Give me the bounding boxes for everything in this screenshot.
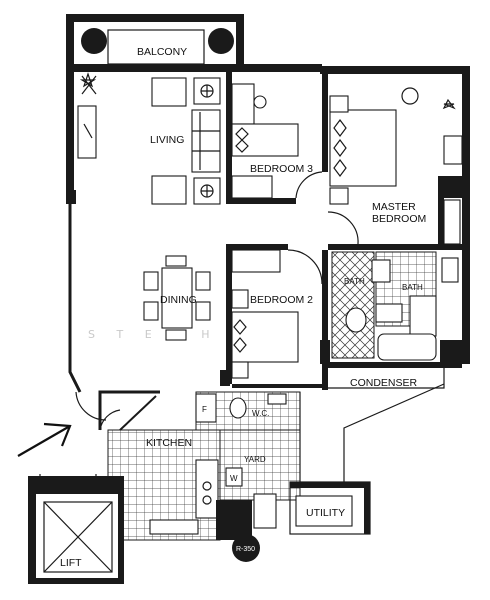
cabinet-label: R-350	[236, 546, 255, 553]
sofa	[191, 109, 221, 173]
cabinet-icon	[232, 534, 260, 562]
walls	[66, 14, 470, 393]
condenser-label: CONDENSER	[350, 377, 418, 389]
master-bedroom: MASTER BEDROOM	[327, 87, 463, 245]
master-tv	[443, 135, 463, 165]
dining-label: DINING	[160, 294, 197, 306]
balcony: BALCONY	[81, 28, 234, 58]
basin-icon	[345, 307, 367, 333]
kitchen-counter	[195, 459, 219, 519]
tv-unit	[77, 105, 97, 159]
toilet-icon	[371, 259, 391, 283]
kitchen-yard: F W.C. W R-350 KITCHEN YARD	[75, 390, 301, 562]
dining-area: DINING	[143, 255, 211, 341]
utility-label: UTILITY	[306, 507, 345, 519]
bedroom-3: BEDROOM 3	[231, 83, 323, 199]
bath-right-label: BATH	[402, 283, 423, 292]
living-room: LIVING	[77, 72, 221, 205]
fridge-label: F	[202, 405, 207, 414]
bedroom3-label: BEDROOM 3	[250, 163, 313, 175]
master-bed	[329, 109, 397, 187]
washer	[225, 467, 243, 487]
armchair-2	[151, 175, 187, 205]
bedroom2-label: BEDROOM 2	[250, 294, 313, 306]
bathrooms: BATH BATH	[331, 251, 459, 361]
yard-label: YARD	[244, 455, 266, 464]
bath-left-label: BATH	[344, 277, 365, 286]
living-label: LIVING	[150, 134, 184, 146]
wc-label: W.C.	[252, 409, 269, 418]
master-label-1: MASTER	[372, 201, 416, 213]
toilet-2-icon	[375, 303, 403, 323]
kitchen-label: KITCHEN	[146, 437, 192, 449]
fridge	[195, 393, 217, 423]
lift-label: LIFT	[60, 557, 82, 569]
lift: LIFT	[28, 474, 124, 584]
bedroom-2: BEDROOM 2	[231, 249, 323, 379]
bed-2	[231, 311, 299, 363]
plant-icon	[79, 72, 97, 88]
master-label-2: BEDROOM	[372, 213, 426, 225]
shower-icon	[409, 295, 437, 337]
bathtub	[377, 333, 437, 361]
armchair	[151, 77, 187, 107]
wc-toilet-icon	[229, 397, 247, 419]
utility-room: UTILITY	[289, 481, 371, 535]
washer-label: W	[230, 474, 238, 483]
stove	[149, 519, 199, 535]
condenser-wall-top	[328, 368, 445, 389]
condenser-wall-diag	[328, 383, 445, 487]
balcony-label: BALCONY	[137, 46, 187, 58]
side-table	[193, 77, 221, 105]
entrance-arrow-icon	[17, 422, 72, 457]
wardrobe	[443, 199, 461, 245]
chair-icon	[401, 87, 419, 105]
dining-table	[161, 267, 193, 329]
